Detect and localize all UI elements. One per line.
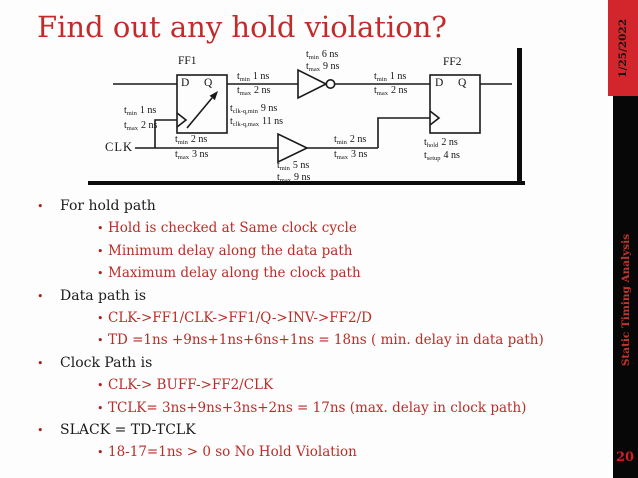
page-number: 20 [616, 450, 635, 465]
bullet-dot-icon: • [97, 446, 104, 460]
bullet-dot-icon: • [37, 289, 44, 303]
bullet-item: •CLK->FF1/CLK->FF1/Q->INV->FF2/D [97, 309, 372, 326]
ff1-box [176, 74, 228, 134]
ff2-box [429, 74, 481, 134]
bullet-item: •Data path is [37, 287, 147, 304]
figure-border-bottom [88, 181, 525, 185]
bullet-dot-icon: • [97, 334, 104, 348]
bullet-item: •TD =1ns +9ns+1ns+6ns+1ns = 18ns ( min. … [97, 332, 544, 349]
slide-title: Find out any hold violation? [37, 10, 447, 44]
clk-label: CLK [105, 140, 133, 154]
sidebar-course-block: Static Timing Analysis 20 [613, 96, 638, 478]
inverter-bubble [325, 78, 336, 89]
ff2-d-pin-label: D [435, 77, 444, 89]
ff2-clock-triangle [429, 110, 441, 126]
ff1-clock-edge-arrowhead [209, 91, 218, 101]
ff1-name-label: FF1 [178, 55, 197, 67]
buffer-gate [277, 132, 309, 164]
slide-date: 1/25/2022 [617, 18, 629, 78]
bullet-dot-icon: • [97, 379, 104, 393]
bullet-dot-icon: • [97, 267, 104, 281]
course-title: Static Timing Analysis [619, 233, 632, 367]
bullet-dot-icon: • [97, 222, 104, 236]
ff1-clock-triangle [176, 112, 188, 128]
bullet-item: •Clock Path is [37, 354, 153, 371]
ff2-q-pin-label: Q [458, 77, 467, 89]
bullet-item: •Minimum delay along the data path [97, 242, 353, 259]
bullet-item: •18-17=1ns > 0 so No Hold Violation [97, 444, 357, 461]
sidebar-date-block: 1/25/2022 [608, 0, 638, 96]
bullet-dot-icon: • [37, 200, 44, 213]
circuit-diagram-svg [88, 48, 525, 185]
bullet-item: •Maximum delay along the clock path [97, 265, 361, 282]
bullet-item: •CLK-> BUFF->FF2/CLK [97, 377, 274, 394]
bullet-dot-icon: • [37, 356, 44, 370]
ff2-name-label: FF2 [443, 56, 462, 68]
bullet-item: •TCLK= 3ns+9ns+3ns+2ns = 17ns (max. dela… [97, 399, 527, 416]
bullet-dot-icon: • [97, 401, 104, 415]
bullet-item: •Hold is checked at Same clock cycle [97, 220, 357, 237]
wire-clk-to-ff1 [154, 119, 177, 148]
bullet-dot-icon: • [97, 244, 104, 258]
figure-border-right [517, 48, 522, 185]
ff1-q-pin-label: Q [204, 77, 213, 89]
ff1-clock-edge-arrow [186, 97, 213, 129]
bullet-list: •For hold path •Hold is checked at Same … [28, 198, 606, 467]
ff1-d-pin-label: D [181, 77, 190, 89]
bullet-item: •SLACK = TD-TCLK [37, 421, 196, 438]
wire-clk-to-ff2 [377, 117, 430, 148]
bullet-item: •For hold path [37, 198, 156, 214]
bullet-dot-icon: • [37, 423, 44, 437]
bullet-dot-icon: • [97, 311, 104, 325]
inverter-gate [297, 68, 328, 100]
